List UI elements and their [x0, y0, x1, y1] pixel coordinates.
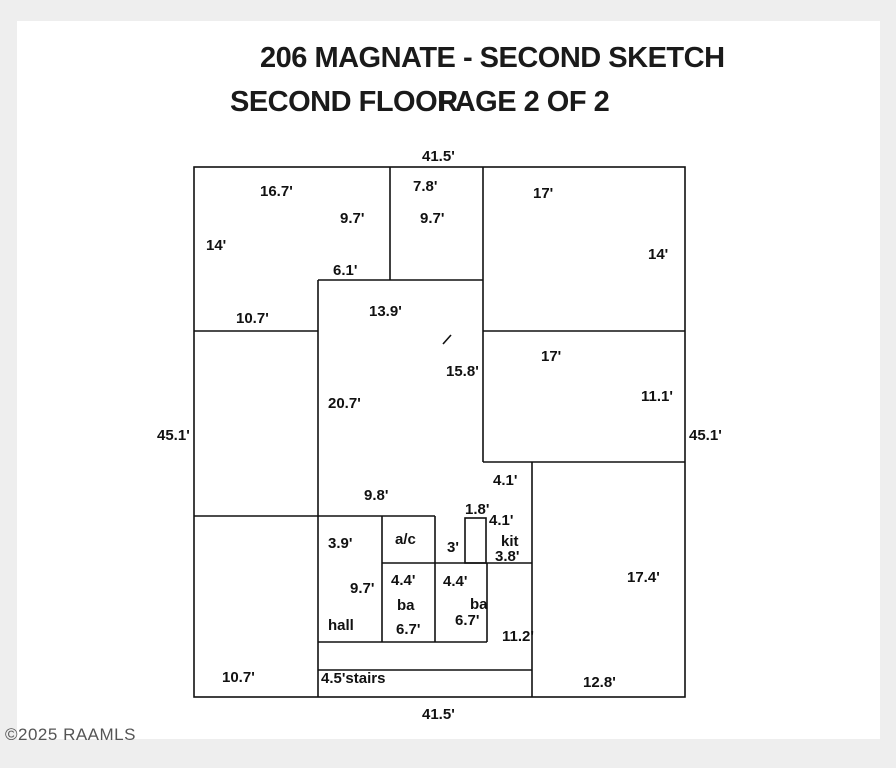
dim-label: 14': [206, 237, 226, 254]
dim-label: 13.9': [369, 303, 402, 320]
outer-wall: [193, 166, 686, 698]
dim-label: 15.8': [446, 363, 479, 380]
dim-label: 17': [533, 185, 553, 202]
sketch-sheet: [17, 21, 880, 739]
room-label: kit: [501, 533, 519, 550]
dim-label: 1.8': [465, 501, 489, 518]
dim-label: 4.4': [391, 572, 415, 589]
dim-label: 20.7': [328, 395, 361, 412]
dim-label: 11.2': [502, 628, 534, 645]
dim-label: 6.1': [333, 262, 357, 279]
dim-label: 4.1': [489, 512, 513, 529]
diagonal-mark: [442, 334, 452, 345]
sketch-title: 206 MAGNATE - SECOND SKETCH: [260, 42, 725, 74]
room-label: ba: [470, 596, 488, 613]
dim-label: 3': [447, 539, 459, 556]
dim-label: 10.7': [222, 669, 255, 686]
dim-label: 4.4': [443, 573, 467, 590]
dim-label: 9.8': [364, 487, 388, 504]
dim-label: 9.7': [420, 210, 444, 227]
dim-label: 41.5': [422, 148, 455, 165]
page-label: PAGE 2 OF 2: [438, 86, 610, 118]
floor-label: SECOND FLOOR: [230, 86, 458, 118]
dim-label: 14': [648, 246, 668, 263]
dim-label: 45.1': [689, 427, 722, 444]
dim-label: 3.8': [495, 548, 519, 565]
dim-label: 9.7': [340, 210, 364, 227]
dim-label: 41.5': [422, 706, 455, 723]
dim-label: 4.1': [493, 472, 517, 489]
dim-label: 6.7': [396, 621, 420, 638]
dim-label: 16.7': [260, 183, 293, 200]
room-label: ba: [397, 597, 415, 614]
dim-label: 7.8': [413, 178, 437, 195]
dim-label: 9.7': [350, 580, 374, 597]
dim-label: 45.1': [157, 427, 190, 444]
dim-label: 12.8': [583, 674, 616, 691]
room-label: hall: [328, 617, 354, 634]
dim-label: 11.1': [641, 388, 673, 405]
dim-label: 6.7': [455, 612, 479, 629]
kit-closet: [464, 517, 487, 564]
dim-label: 3.9': [328, 535, 352, 552]
copyright-watermark: ©2025 RAAMLS: [5, 725, 136, 744]
room-label: 4.5'stairs: [321, 670, 385, 687]
dim-label: 17': [541, 348, 561, 365]
room-label: a/c: [395, 531, 416, 548]
dim-label: 10.7': [236, 310, 269, 327]
dim-label: 17.4': [627, 569, 660, 586]
